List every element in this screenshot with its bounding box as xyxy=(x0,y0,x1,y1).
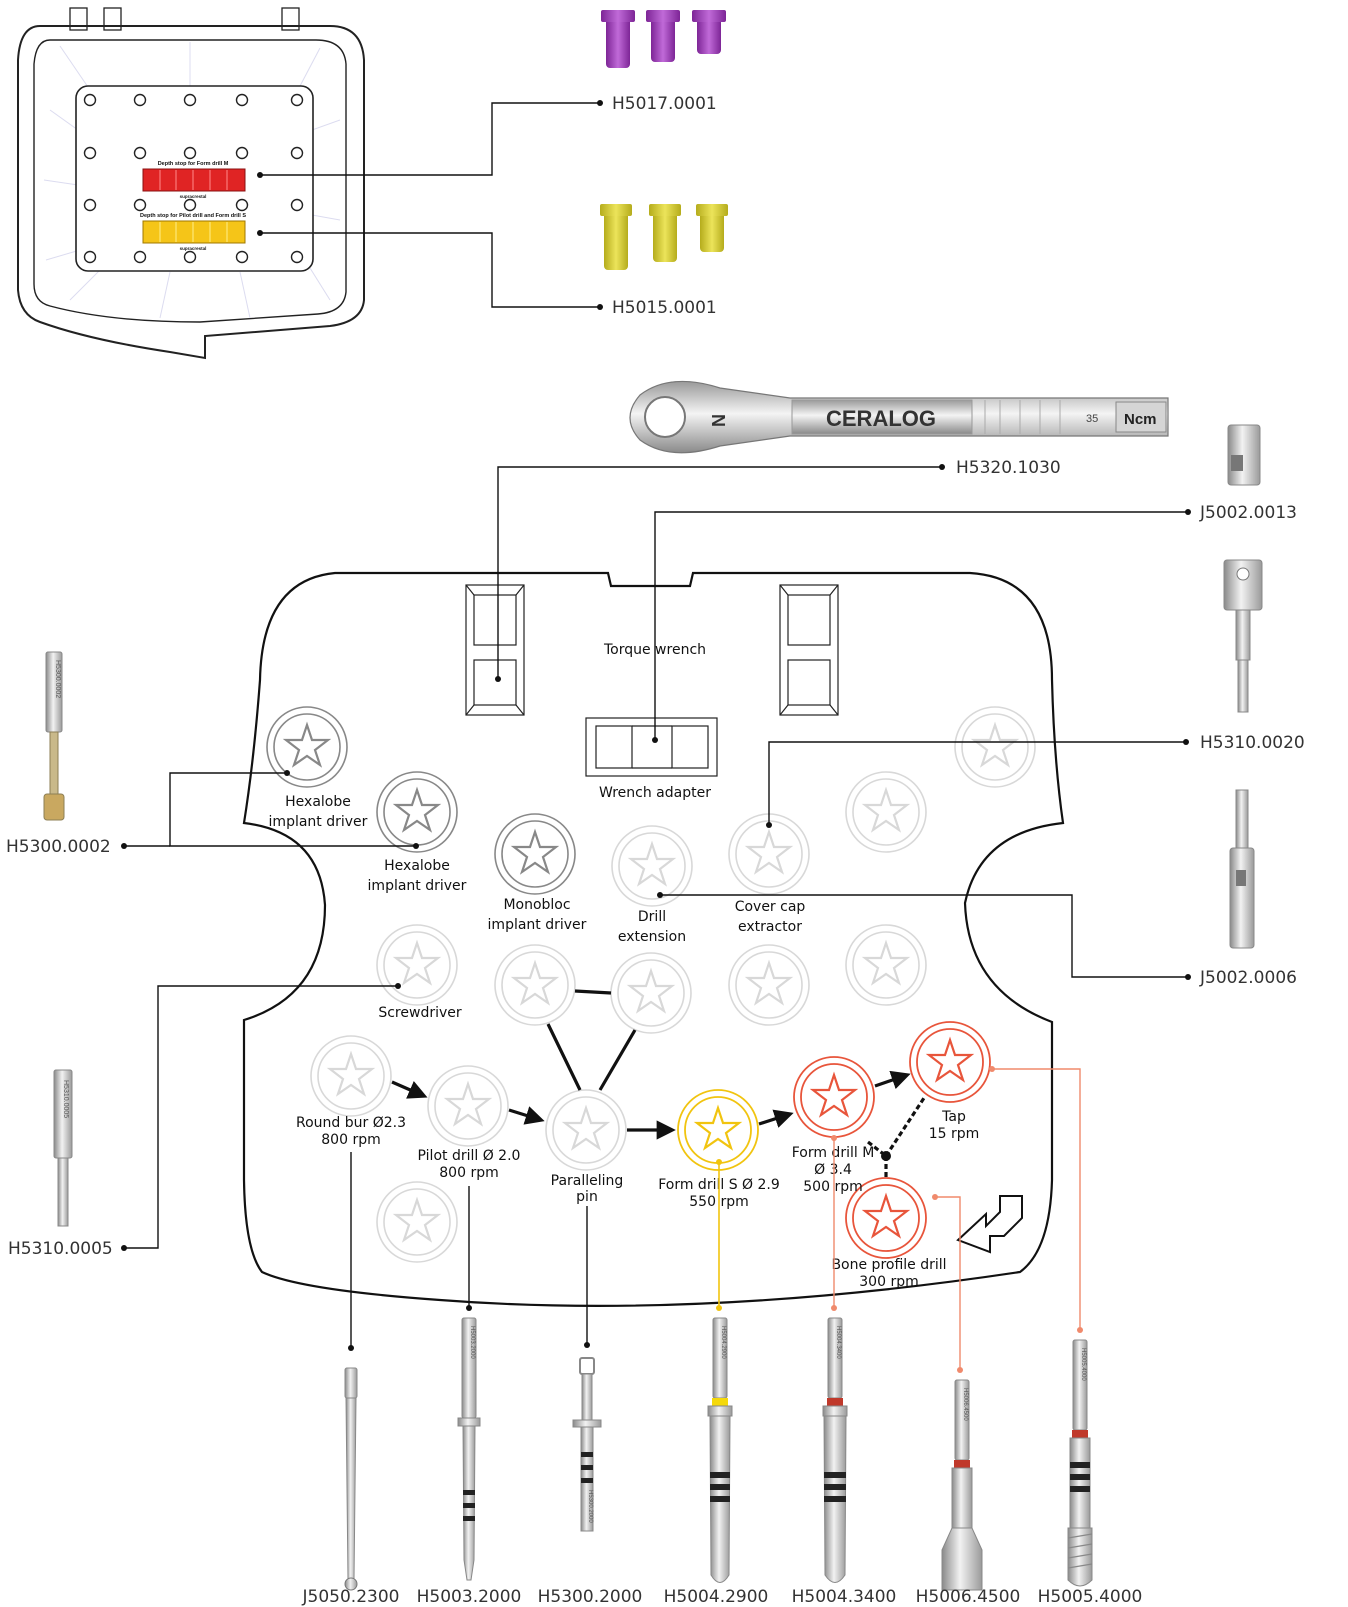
svg-text:H5006.4500: H5006.4500 xyxy=(962,1388,968,1421)
wrench-pocket-right xyxy=(780,585,838,715)
screwdriver-image: H5310.0005 xyxy=(54,1070,72,1226)
depth-stops-purple xyxy=(601,10,726,68)
svg-text:H5004.3400: H5004.3400 xyxy=(835,1326,841,1359)
slot-wrench-adapter: Wrench adapter xyxy=(599,785,711,801)
depth-stop-cassette: Depth stop for Form drill M supracrestal… xyxy=(18,8,364,358)
form-drill-s-image: H5004.2900 xyxy=(708,1318,732,1583)
code-tap: H5005.4000 xyxy=(1038,1587,1143,1607)
engraving-screwdriver: H5310.0005 xyxy=(62,1080,69,1118)
slot-tap xyxy=(910,1022,990,1102)
pilot-drill-image: H5003.2000 xyxy=(458,1318,480,1580)
code-form-drill-s: H5004.2900 xyxy=(664,1587,769,1607)
slot-hexalobe-2 xyxy=(377,772,457,852)
slot-screwdriver xyxy=(377,925,457,1005)
hexalobe-driver-image: H5300.0002 xyxy=(44,652,64,820)
svg-text:H5003.2000: H5003.2000 xyxy=(469,1326,475,1359)
depth-stops-gold xyxy=(600,204,728,270)
wrench-unit: Ncm xyxy=(1124,411,1157,428)
depth-stop-s-label: Depth stop for Pilot drill and Form dril… xyxy=(140,213,246,219)
code-cover-cap: H5310.0020 xyxy=(1200,733,1305,753)
slot-empty xyxy=(377,1182,457,1262)
slot-empty xyxy=(495,945,575,1025)
svg-text:H5005.4000: H5005.4000 xyxy=(1080,1348,1086,1381)
slot-empty xyxy=(729,945,809,1025)
slot-form-drill-m xyxy=(794,1057,874,1137)
code-torque-wrench: H5320.1030 xyxy=(956,458,1061,478)
code-paralleling-pin: H5300.2000 xyxy=(538,1587,643,1607)
code-form-drill-m: H5004.3400 xyxy=(792,1587,897,1607)
slot-monobloc xyxy=(495,814,575,894)
torque-wrench-image: CERALOG N 35 Ncm xyxy=(630,381,1168,452)
form-drill-m-image: H5004.3400 xyxy=(823,1318,847,1583)
code-bone-profile-drill: H5006.4500 xyxy=(916,1587,1021,1607)
svg-text:H5004.2900: H5004.2900 xyxy=(720,1326,726,1359)
round-bur-image xyxy=(345,1368,357,1590)
slot-empty xyxy=(846,772,926,852)
code-round-bur: J5050.2300 xyxy=(302,1587,400,1607)
code-drill-extension: J5002.0006 xyxy=(1199,968,1297,988)
tap-image: H5005.4000 xyxy=(1068,1340,1092,1586)
engraving-hexalobe: H5300.0002 xyxy=(54,660,61,698)
code-hexalobe: H5300.0002 xyxy=(6,837,111,857)
supracrestal-label: supracrestal xyxy=(180,194,207,199)
slot-paralleling-pin xyxy=(546,1090,626,1170)
slot-empty xyxy=(611,953,691,1033)
cover-cap-extractor-image xyxy=(1224,560,1262,712)
code-depth-stop-s: H5015.0001 xyxy=(612,298,717,318)
wrench-adapter-image xyxy=(1228,425,1260,485)
slot-pilot-drill xyxy=(428,1066,508,1146)
slot-empty xyxy=(846,925,926,1005)
paralleling-pin-image: H5300.2000 xyxy=(573,1358,601,1531)
slot-hexalobe-1 xyxy=(267,707,347,787)
drill-extension-image xyxy=(1230,790,1254,948)
code-pilot-drill: H5003.2000 xyxy=(417,1587,522,1607)
direction-arrow-icon xyxy=(958,1196,1022,1252)
slot-drill-extension xyxy=(612,826,692,906)
bone-profile-drill-image: H5006.4500 xyxy=(942,1380,982,1590)
code-screwdriver: H5310.0005 xyxy=(8,1239,113,1259)
supracrestal-label: supracrestal xyxy=(180,246,207,251)
depth-stop-m-label: Depth stop for Form drill M xyxy=(158,161,229,167)
wrench-adapter-pocket xyxy=(586,718,717,776)
slot-form-drill-s xyxy=(678,1090,758,1170)
svg-text:H5300.2000: H5300.2000 xyxy=(587,1490,593,1523)
wrench-scale: 35 xyxy=(1086,413,1098,425)
slot-empty xyxy=(955,707,1035,787)
wrench-letter: N xyxy=(709,414,729,427)
code-wrench-adapter: J5002.0013 xyxy=(1199,503,1297,523)
wrench-pocket-left xyxy=(466,585,524,715)
slot-round-bur xyxy=(311,1036,391,1116)
wrench-brand: CERALOG xyxy=(826,406,936,431)
slot-label-screwdriver: Screwdriver xyxy=(378,1005,462,1021)
code-depth-stop-m: H5017.0001 xyxy=(612,94,717,114)
